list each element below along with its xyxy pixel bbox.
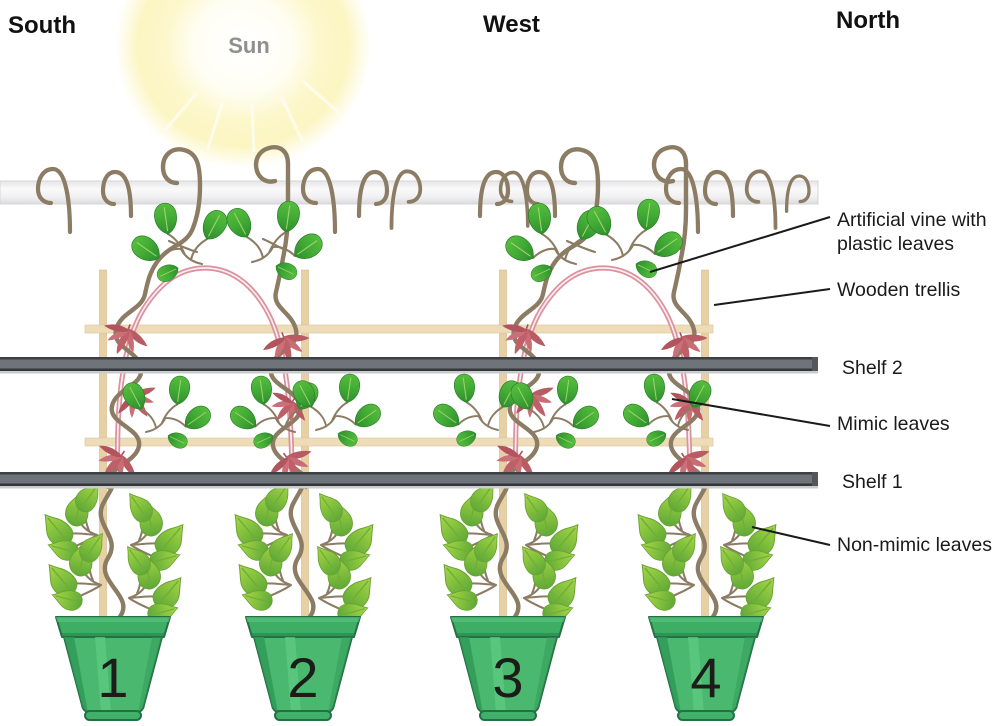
pot-2: 2 [245,616,361,721]
pot-3-number: 3 [492,646,523,709]
shelf-2-bar [0,357,818,374]
direction-label-south: South [8,12,76,39]
annotation-pointer-lines [649,216,831,546]
hanging-rail [0,180,819,205]
direction-label-west: West [483,11,540,38]
annotation-labels: Artificial vine with plastic leaves Wood… [837,209,992,556]
sun-label: Sun [228,33,270,58]
pot-4: 4 [648,616,764,721]
sun-icon [115,0,371,168]
pointer-artificial-vine [649,216,831,273]
shelf-1-bar [0,472,818,489]
pot-2-number: 2 [287,646,318,709]
label-mimic-leaves: Mimic leaves [837,413,950,435]
direction-label-north: North [836,7,900,34]
label-shelf-2: Shelf 2 [842,357,903,379]
label-wooden-trellis: Wooden trellis [837,279,960,301]
pointer-wooden-trellis [713,288,831,306]
pointer-non-mimic-leaves [751,526,831,546]
label-artificial-vine-line2: plastic leaves [837,233,954,255]
pot-3: 3 [450,616,566,721]
label-non-mimic-leaves: Non-mimic leaves [837,534,992,556]
label-shelf-1: Shelf 1 [842,471,903,493]
pot-4-number: 4 [690,646,721,709]
pointer-mimic-leaves [671,398,831,427]
pot-1: 1 [55,616,171,721]
pot-1-number: 1 [97,646,128,709]
trellis-crossbar [84,437,714,447]
label-artificial-vine-line1: Artificial vine with [837,209,987,231]
trellis-crossbar [84,324,714,334]
